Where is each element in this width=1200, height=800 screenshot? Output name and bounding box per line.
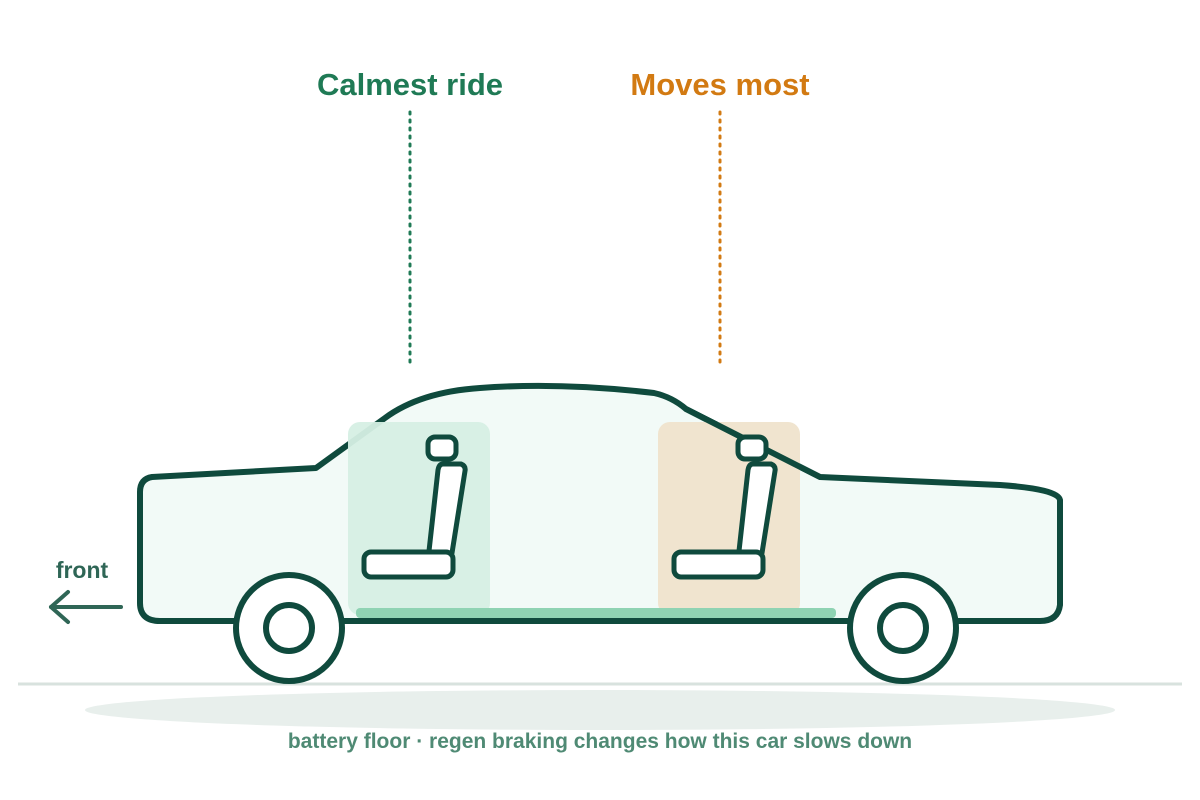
caption-text: battery floor · regen braking changes ho…: [288, 730, 912, 753]
rear-seat-moves-zone: [658, 422, 800, 615]
front-arrow-icon: [49, 590, 123, 624]
rear-wheel: [847, 572, 959, 684]
rear-seat-icon: [671, 434, 778, 580]
front-wheel: [233, 572, 345, 684]
front-seat-icon: [361, 434, 468, 580]
ground-shadow: [85, 690, 1115, 730]
battery-floor: [356, 608, 836, 618]
front-label: front: [56, 557, 109, 583]
calmest-ride-label: Calmest ride: [317, 67, 503, 102]
front-seat-calm-zone: [348, 422, 490, 615]
moves-most-label: Moves most: [630, 67, 809, 102]
